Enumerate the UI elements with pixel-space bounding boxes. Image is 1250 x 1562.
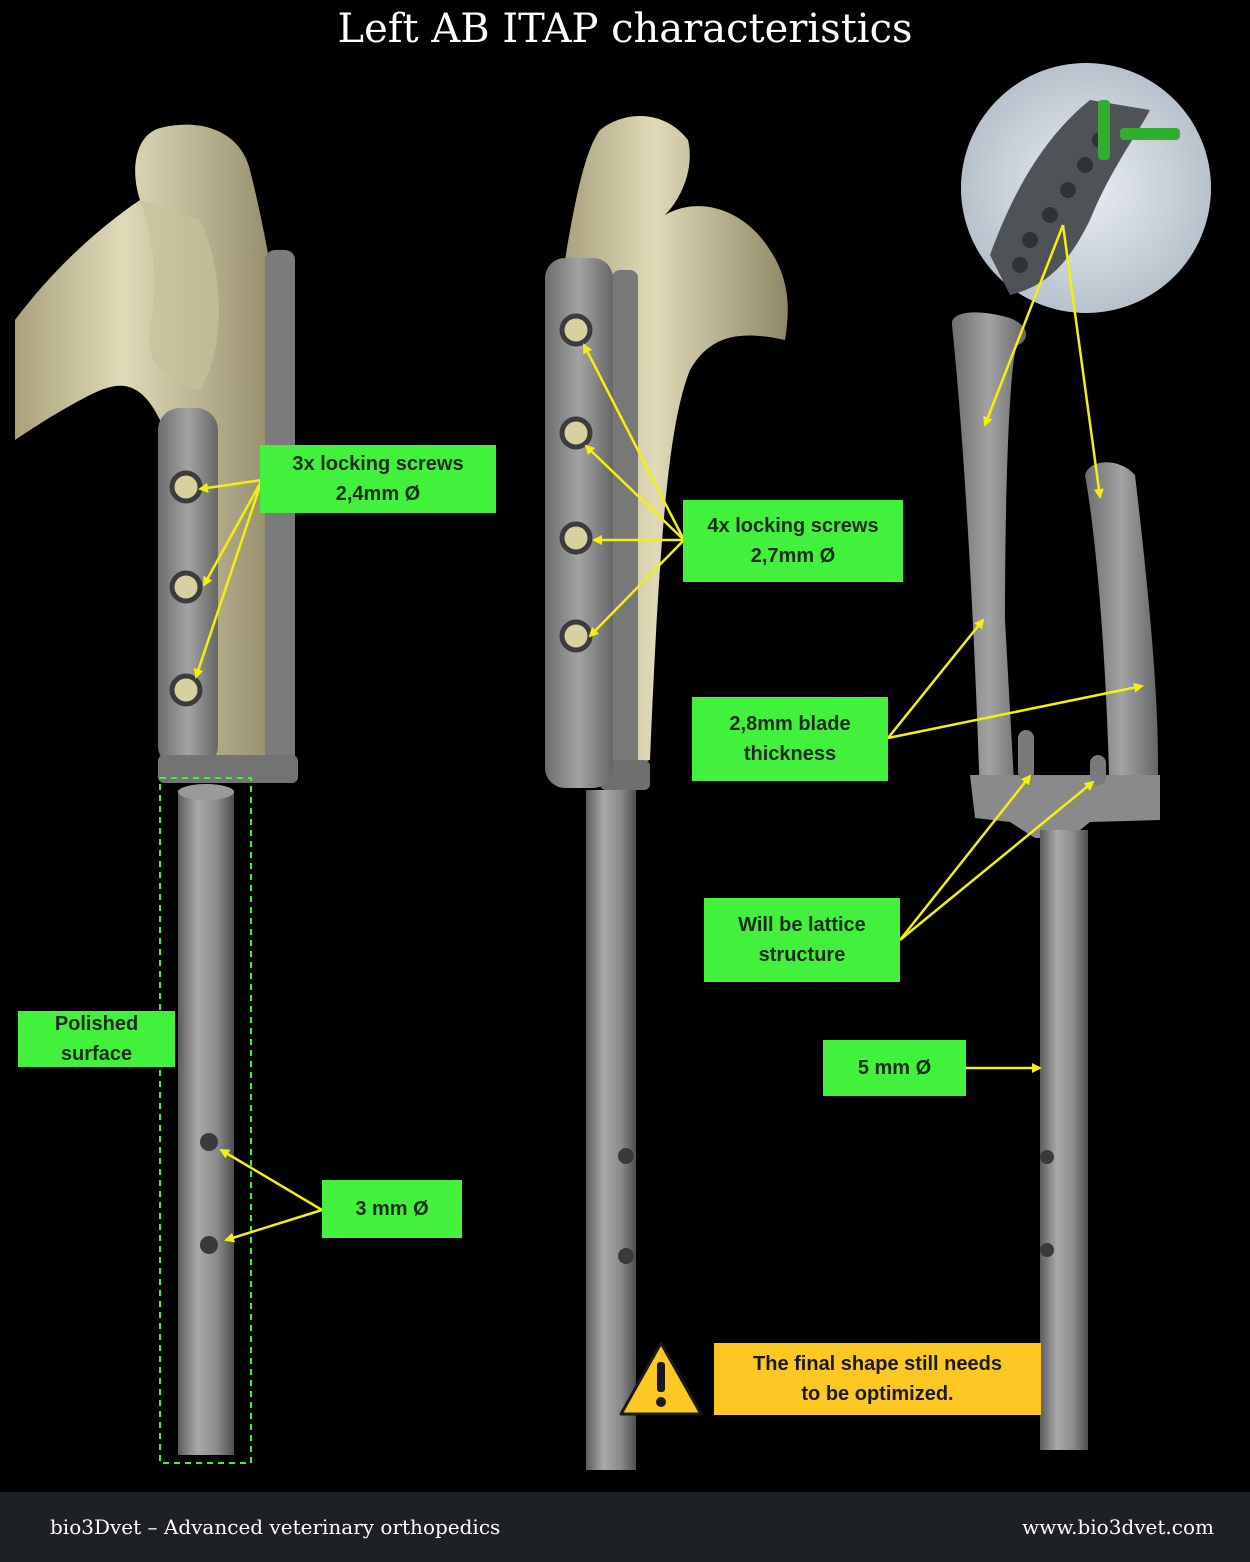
label-hole-3mm-text: 3 mm Ø	[355, 1198, 429, 1220]
warning-line2: to be optimized.	[801, 1383, 954, 1405]
label-polished-line1: Polished	[54, 1013, 139, 1035]
right-implant-model	[951, 63, 1211, 1450]
polished-area-outline	[159, 777, 252, 1464]
label-rod-5mm-text: 5 mm Ø	[857, 1057, 932, 1079]
label-lattice-line2: structure	[758, 944, 846, 966]
label-blade-line1: 2,8mm blade	[729, 713, 851, 735]
footer-website[interactable]: www.bio3dvet.com	[1022, 1515, 1214, 1539]
diagram-stage	[15, 63, 1211, 1470]
footer-bar: bio3Dvet – Advanced veterinary orthopedi…	[0, 1492, 1250, 1562]
label-mid-screws-line1: 4x locking screws	[707, 515, 879, 537]
implant-photo-inset	[961, 63, 1211, 313]
label-polished-line2: surface	[60, 1043, 133, 1065]
footer-company: bio3Dvet – Advanced veterinary orthopedi…	[50, 1515, 501, 1539]
warning-line1: The final shape still needs	[753, 1353, 1002, 1375]
warning-note: The final shape still needs to be optimi…	[714, 1343, 1041, 1415]
label-rod-5mm: 5 mm Ø	[823, 1040, 966, 1096]
label-left-screws: 3x locking screws 2,4mm Ø	[260, 445, 496, 513]
right-left-blade	[951, 312, 1027, 800]
left-back-plate	[265, 250, 295, 780]
right-right-blade	[1085, 462, 1158, 815]
diagram-illustration	[15, 63, 1211, 1470]
middle-rod	[586, 790, 636, 1470]
label-mid-screws-line2: 2,7mm Ø	[750, 545, 836, 567]
warning-icon	[619, 1341, 703, 1416]
left-implant-model	[15, 124, 298, 1464]
label-lattice-line1: Will be lattice	[738, 914, 866, 936]
label-mid-screws: 4x locking screws 2,7mm Ø	[683, 500, 903, 582]
diagram-title: Left AB ITAP characteristics	[337, 6, 913, 52]
left-rod	[178, 790, 234, 1455]
annotation-arrows	[193, 224, 1144, 1243]
label-blade-thickness: 2,8mm blade thickness	[692, 697, 888, 781]
label-blade-line2: thickness	[743, 743, 837, 765]
middle-implant-model	[545, 116, 788, 1470]
right-rod	[1040, 830, 1088, 1450]
label-left-screws-line1: 3x locking screws	[292, 453, 464, 475]
label-left-screws-line2: 2,4mm Ø	[335, 483, 421, 505]
middle-screw-holes	[559, 313, 593, 653]
label-hole-3mm: 3 mm Ø	[322, 1180, 462, 1238]
label-lattice: Will be lattice structure	[704, 898, 900, 982]
left-screw-holes	[169, 470, 203, 707]
label-polished-surface: Polished surface	[18, 1011, 175, 1067]
